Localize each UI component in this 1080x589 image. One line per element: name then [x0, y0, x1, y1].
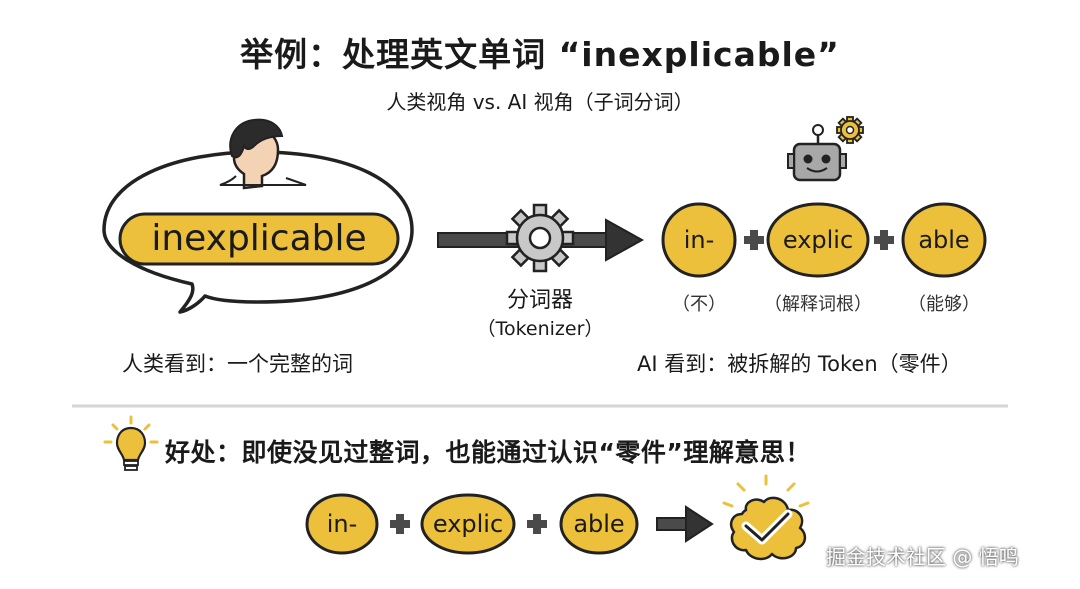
tokenizer-sublabel: （Tokenizer）	[476, 318, 604, 340]
robot-gear-icon	[836, 116, 864, 144]
token-explic: explic	[782, 226, 854, 254]
diagram-title: 举例：处理英文单词 “inexplicable”	[240, 35, 840, 74]
lightbulb-icon	[103, 415, 159, 471]
token-in: in-	[683, 226, 715, 254]
diagram-subtitle: 人类视角 vs. AI 视角（子词分词）	[386, 90, 694, 114]
bottom-token-able: able	[573, 510, 625, 538]
token-able-meaning: （能够）	[908, 294, 980, 315]
benefit-text: 好处：即使没见过整词，也能通过认识“零件”理解意思！	[165, 438, 811, 467]
token-pills-bottom	[305, 493, 714, 555]
token-in-meaning: （不）	[672, 294, 726, 315]
gear-icon	[505, 203, 575, 273]
brain-check-icon	[722, 474, 810, 561]
watermark: 掘金技术社区 @ 悟鸣	[826, 545, 1019, 569]
person-icon	[219, 118, 307, 190]
speech-bubble	[102, 150, 414, 314]
token-circles-top	[661, 202, 987, 278]
token-explic-meaning: （解释词根）	[764, 294, 872, 315]
token-able: able	[918, 226, 970, 254]
human-word: inexplicable	[151, 218, 367, 259]
bottom-token-explic: explic	[432, 510, 504, 538]
human-caption: 人类看到：一个完整的词	[122, 352, 353, 376]
bottom-token-in: in-	[326, 510, 358, 538]
plus-icon	[744, 230, 894, 250]
ai-caption: AI 看到：被拆解的 Token（零件）	[637, 352, 962, 376]
tokenizer-label: 分词器	[506, 288, 573, 313]
robot-icon	[787, 124, 847, 182]
